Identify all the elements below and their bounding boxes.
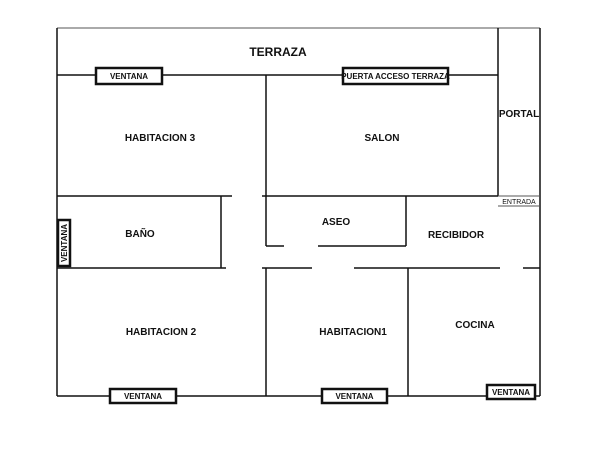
window-label: VENTANA <box>492 388 530 397</box>
terrace-door: PUERTA ACCESO TERRAZA <box>341 66 450 86</box>
room-label-hab3: HABITACION 3 <box>125 133 196 144</box>
window-bottom-right: VENTANA <box>485 383 537 401</box>
portal-zone <box>497 28 540 207</box>
window-top-left: VENTANA <box>94 66 164 86</box>
entrance-label: ENTRADA <box>502 199 536 206</box>
window-bottom-left: VENTANA <box>108 387 178 405</box>
room-label-cocina: COCINA <box>455 320 494 331</box>
portal-label: PORTAL <box>499 109 539 120</box>
room-label-aseo: ASEO <box>322 217 351 228</box>
room-label-bano: BAÑO <box>125 227 155 240</box>
window-bottom-middle: VENTANA <box>320 387 389 405</box>
window-label: VENTANA <box>124 392 162 401</box>
window-left-vertical: VENTANA <box>56 218 72 268</box>
window-label: VENTANA <box>335 392 373 401</box>
room-label-salon: SALON <box>365 133 400 144</box>
terrace-door-label: PUERTA ACCESO TERRAZA <box>341 72 450 81</box>
interior-walls <box>57 75 540 396</box>
terrace-label: TERRAZA <box>249 45 307 59</box>
room-label-recibidor: RECIBIDOR <box>428 230 485 241</box>
room-label-hab2: HABITACION 2 <box>126 327 197 338</box>
window-label: VENTANA <box>110 72 148 81</box>
room-label-hab1: HABITACION1 <box>319 327 387 338</box>
window-label: VENTANA <box>60 224 69 262</box>
